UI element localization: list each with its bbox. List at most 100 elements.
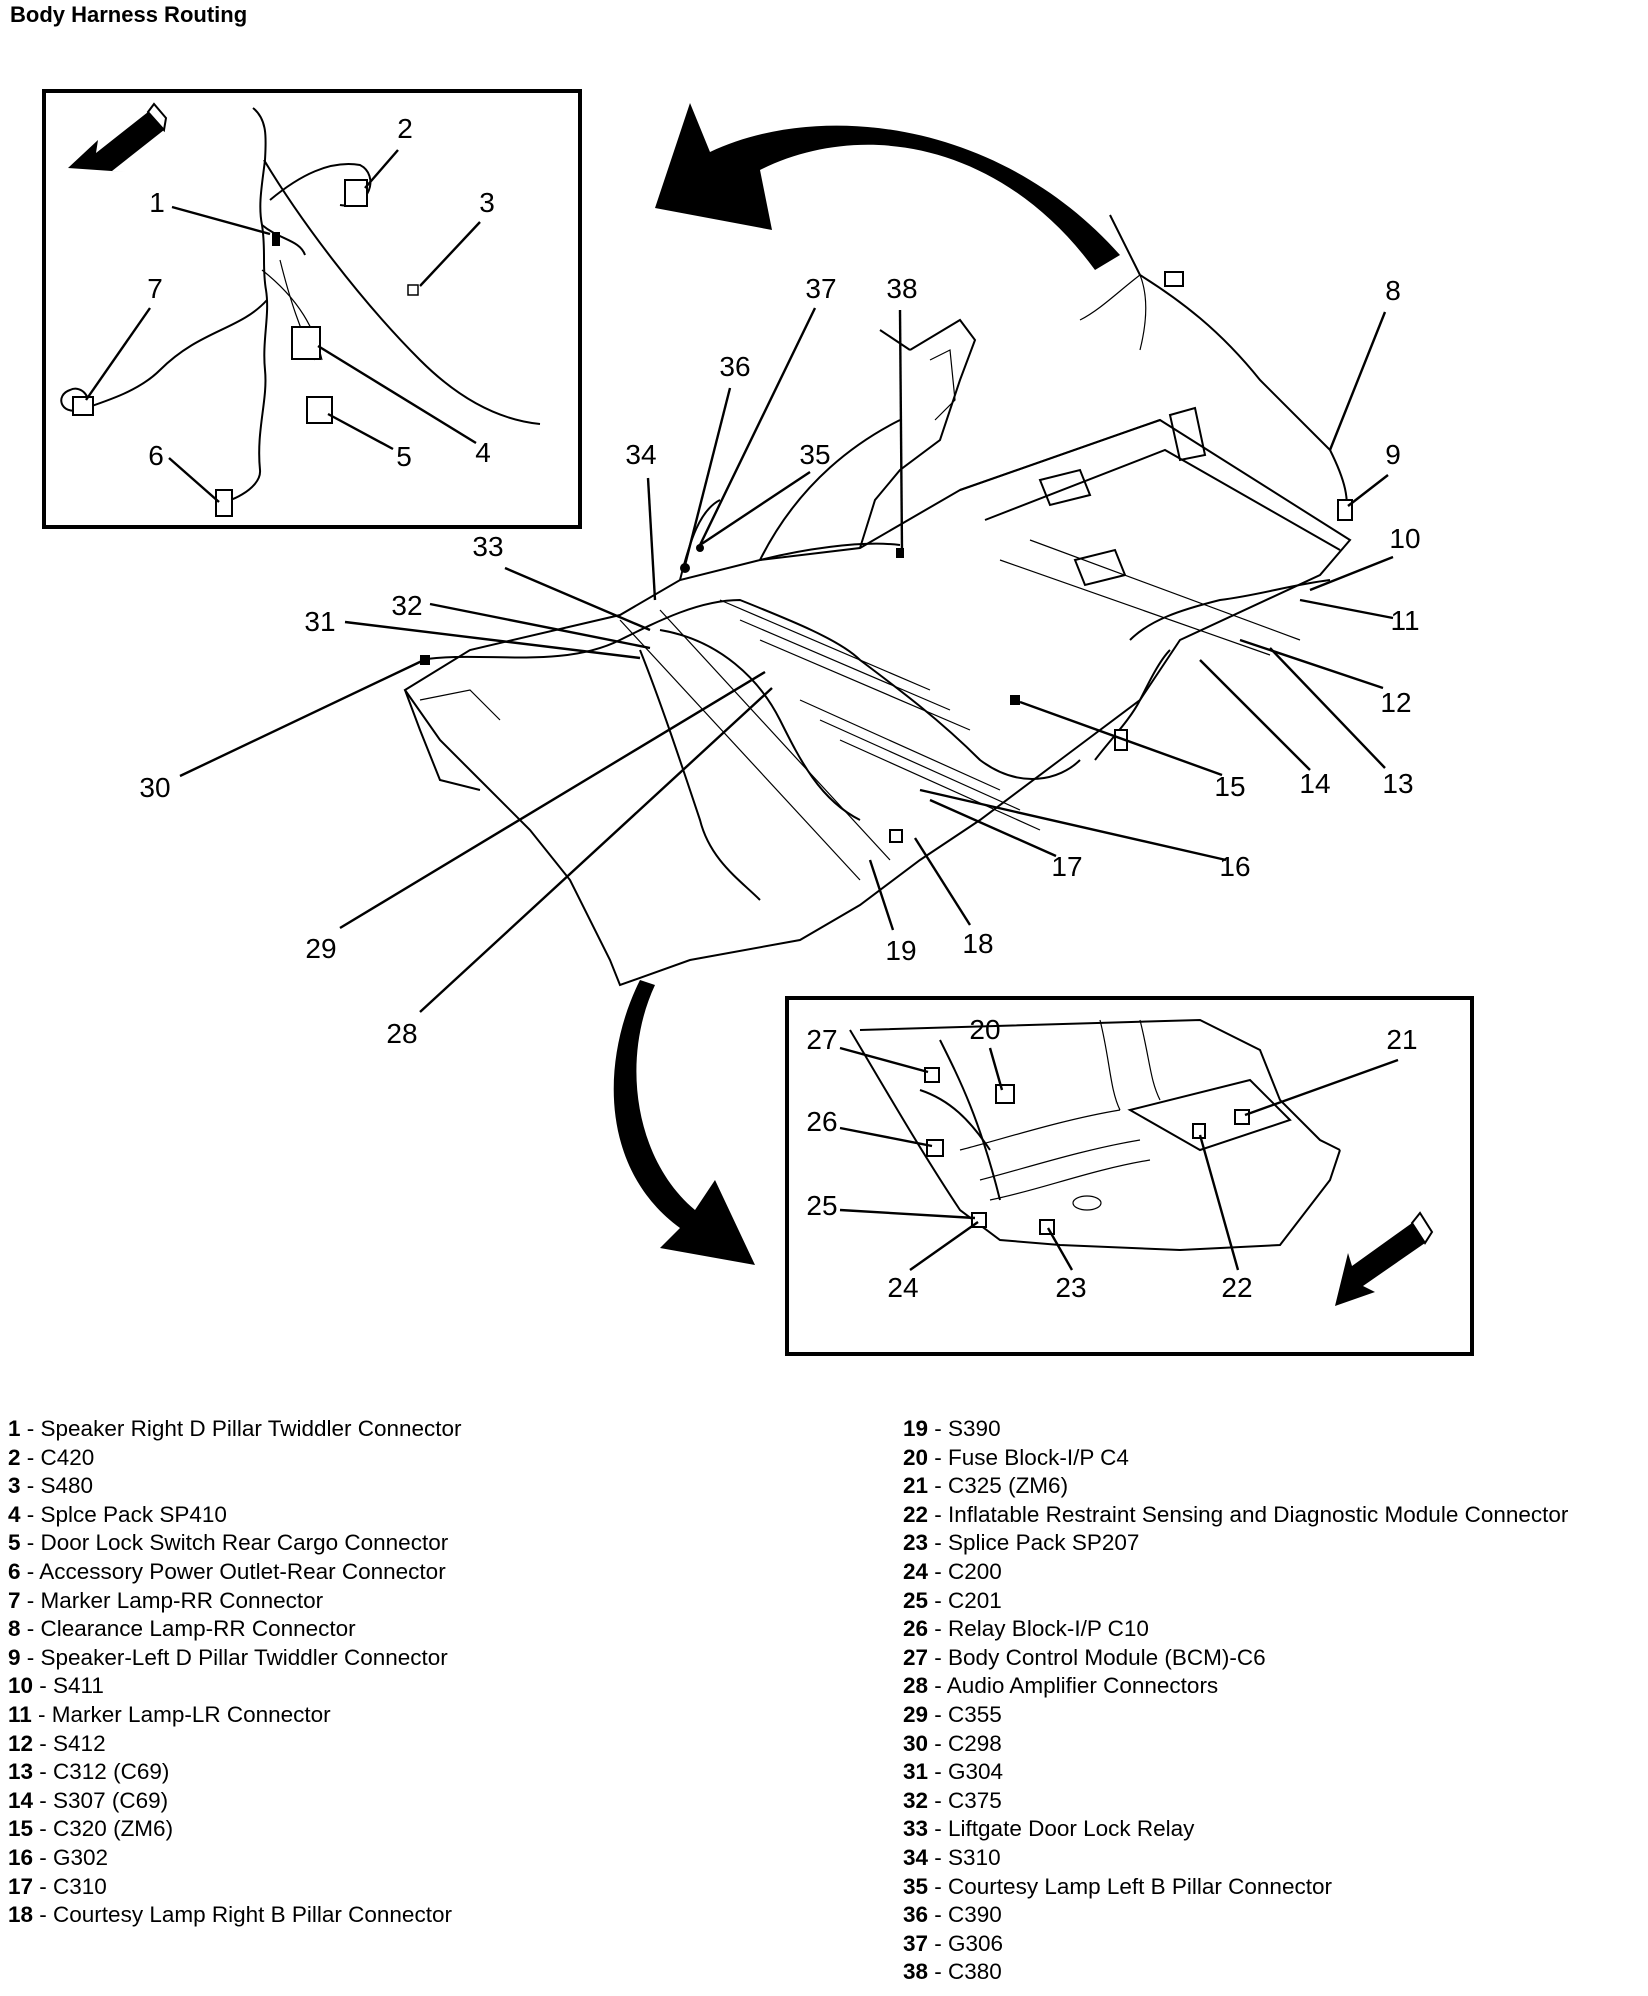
legend-separator: - (928, 1587, 949, 1613)
legend-item-26: 26 - Relay Block-I/P C10 (903, 1615, 1568, 1644)
legend-item-10: 10 - S411 (8, 1672, 462, 1701)
legend-number: 35 (903, 1873, 929, 1899)
legend-number: 29 (903, 1701, 929, 1727)
legend-label: Fuse Block-I/P C4 (948, 1444, 1129, 1470)
legend-label: S411 (53, 1673, 104, 1699)
legend-label: Audio Amplifier Connectors (946, 1673, 1219, 1699)
legend-item-27: 27 - Body Control Module (BCM)-C6 (903, 1644, 1568, 1673)
legend-separator: - (928, 1930, 949, 1956)
legend-label: Courtesy Lamp Left B Pillar Connector (948, 1873, 1332, 1899)
legend-label: C355 (948, 1701, 1002, 1727)
legend-number: 32 (903, 1787, 929, 1813)
callout-23: 23 (1055, 1272, 1086, 1303)
legend-number: 1 (8, 1416, 21, 1441)
legend-separator: - (928, 1959, 949, 1985)
callout-12: 12 (1380, 687, 1411, 718)
legend-item-20: 20 - Fuse Block-I/P C4 (903, 1444, 1568, 1473)
legend-item-3: 3 - S480 (8, 1472, 462, 1501)
legend-item-16: 16 - G302 (8, 1844, 462, 1873)
legend-label: C420 (40, 1444, 95, 1470)
legend-label: Marker Lamp-RR Connector (40, 1587, 324, 1613)
legend-label: Liftgate Door Lock Relay (948, 1816, 1195, 1842)
legend-item-30: 30 - C298 (903, 1730, 1568, 1759)
legend-number: 22 (903, 1501, 929, 1527)
legend-number: 2 (8, 1444, 21, 1470)
legend-item-11: 11 - Marker Lamp-LR Connector (8, 1701, 462, 1730)
legend-item-21: 21 - C325 (ZM6) (903, 1472, 1568, 1501)
callout-3: 3 (479, 187, 495, 218)
legend-separator: - (928, 1501, 949, 1527)
legend-separator: - (20, 1444, 41, 1470)
legend-item-37: 37 - G306 (903, 1930, 1568, 1959)
legend-number: 20 (903, 1444, 929, 1470)
legend-item-38: 38 - C380 (903, 1958, 1568, 1987)
legend-number: 11 (8, 1701, 32, 1727)
direction-arrow-icon (1335, 1211, 1434, 1306)
legend-separator: - (928, 1759, 949, 1785)
callout-19: 19 (885, 935, 916, 966)
callout-2: 2 (397, 113, 413, 144)
legend-number: 12 (8, 1730, 34, 1756)
legend-item-2: 2 - C420 (8, 1444, 462, 1473)
legend-separator: - (20, 1616, 41, 1642)
legend-item-31: 31 - G304 (903, 1758, 1568, 1787)
legend-number: 13 (8, 1759, 34, 1785)
legend-number: 9 (8, 1644, 21, 1670)
legend-item-1: 1 - Speaker Right D Pillar Twiddler Conn… (8, 1415, 462, 1444)
legend-number: 6 (8, 1558, 21, 1584)
legend-number: 30 (903, 1730, 929, 1756)
legend-separator: - (928, 1730, 949, 1756)
legend-item-7: 7 - Marker Lamp-RR Connector (8, 1587, 462, 1616)
legend-item-33: 33 - Liftgate Door Lock Relay (903, 1815, 1568, 1844)
callout-30: 30 (139, 772, 170, 803)
legend-separator: - (20, 1416, 41, 1441)
callout-5: 5 (396, 441, 412, 472)
legend-number: 31 (903, 1759, 929, 1785)
legend-item-5: 5 - Door Lock Switch Rear Cargo Connecto… (8, 1529, 462, 1558)
legend-item-28: 28 - Audio Amplifier Connectors (903, 1672, 1568, 1701)
legend-separator: - (928, 1558, 949, 1584)
callout-1: 1 (149, 187, 165, 218)
legend-separator: - (928, 1902, 949, 1928)
curved-arrow-down-icon (613, 980, 755, 1265)
legend-label: Speaker-Left D Pillar Twiddler Connector (40, 1644, 448, 1670)
legend-label: Courtesy Lamp Right B Pillar Connector (53, 1902, 452, 1928)
legend-label: G302 (53, 1844, 109, 1870)
legend-item-22: 22 - Inflatable Restraint Sensing and Di… (903, 1501, 1568, 1530)
legend-separator: - (928, 1616, 949, 1642)
legend-label: C201 (948, 1587, 1002, 1613)
legend-number: 23 (903, 1530, 929, 1556)
direction-arrow-icon (68, 102, 168, 172)
legend-label: Splce Pack SP410 (40, 1501, 227, 1527)
legend-item-17: 17 - C310 (8, 1873, 462, 1902)
callout-18: 18 (962, 928, 993, 959)
legend-number: 33 (903, 1816, 929, 1842)
callout-10: 10 (1389, 523, 1420, 554)
legend-number: 38 (903, 1959, 929, 1985)
legend-number: 17 (8, 1873, 34, 1899)
callout-22: 22 (1221, 1272, 1252, 1303)
legend-number: 34 (903, 1844, 929, 1870)
legend-label: G306 (948, 1930, 1004, 1956)
callout-15: 15 (1214, 771, 1245, 802)
legend-separator: - (33, 1902, 54, 1928)
callout-4: 4 (475, 437, 491, 468)
legend-separator: - (20, 1587, 41, 1613)
legend-item-18: 18 - Courtesy Lamp Right B Pillar Connec… (8, 1901, 462, 1930)
callout-32: 32 (391, 590, 422, 621)
legend-item-14: 14 - S307 (C69) (8, 1787, 462, 1816)
callout-28: 28 (386, 1018, 417, 1049)
legend-number: 28 (903, 1673, 929, 1699)
legend-label: S307 (C69) (53, 1787, 169, 1813)
legend-number: 3 (8, 1473, 21, 1499)
callout-7: 7 (147, 273, 163, 304)
legend-label: Relay Block-I/P C10 (948, 1616, 1149, 1642)
legend-number: 5 (8, 1530, 21, 1556)
callout-34: 34 (625, 439, 656, 470)
legend-label: C310 (53, 1873, 107, 1899)
legend-number: 27 (903, 1644, 929, 1670)
legend-separator: - (928, 1473, 949, 1499)
legend-item-6: 6 - Accessory Power Outlet-Rear Connecto… (8, 1558, 462, 1587)
